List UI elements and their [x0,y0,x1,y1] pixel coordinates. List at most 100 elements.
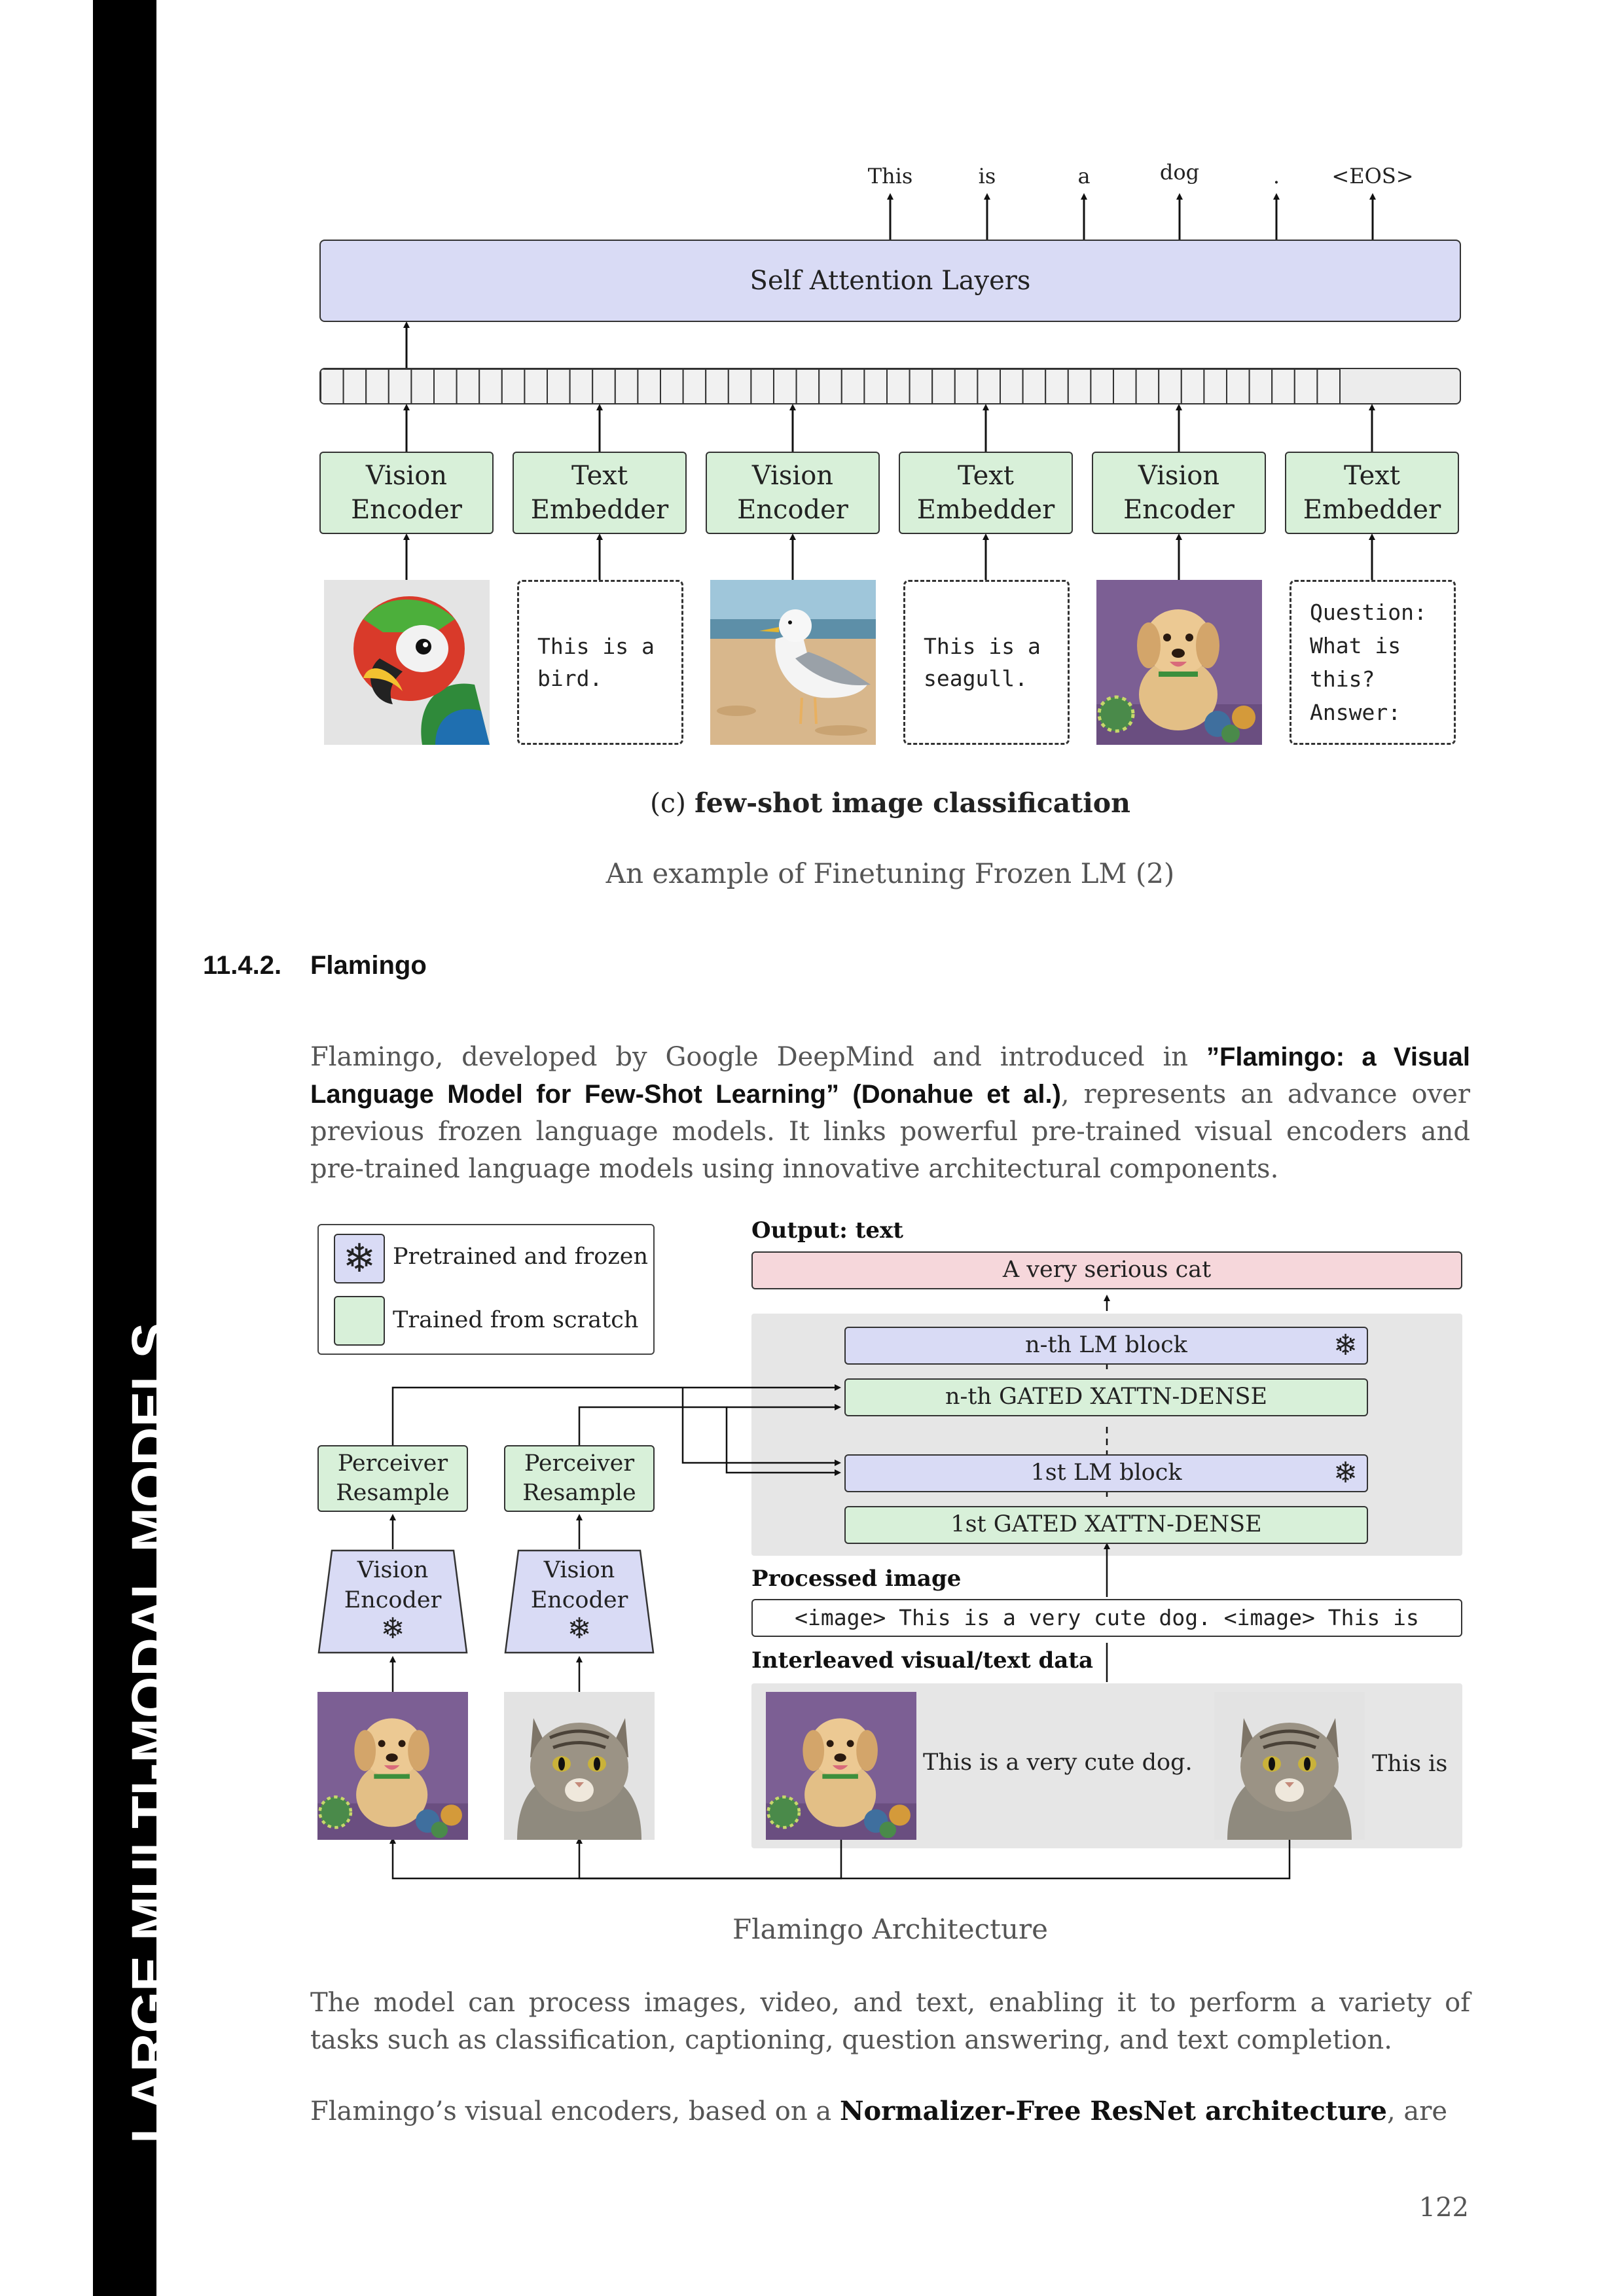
nth-lm-label: n-th LM block [1025,1332,1187,1359]
bold-term: Normalizer-Free ResNet architecture [839,2096,1387,2126]
token-cell [1090,369,1115,403]
token-cell [1113,369,1137,403]
flamingo-connectors [389,1295,1291,1880]
text-embedder: Text Embedder [513,452,687,534]
token-cell [547,369,571,403]
text-line: Answer: [1310,700,1401,726]
intro-paragraph: Flamingo, developed by Google DeepMind a… [310,1039,1470,1188]
snowflake-icon: ❄ [334,1234,385,1283]
token-cell [1271,369,1295,403]
text-line: seagull. [924,666,1028,691]
vision-encoder: Vision Encoder [1092,452,1266,534]
output-token: <EOS> [1331,164,1414,188]
token-cell [592,369,616,403]
text-line: This is a [537,633,655,659]
output-token: a [1077,164,1091,188]
dog-image [317,1692,468,1840]
vision-encoder-label: Vision Encoder [530,1557,628,1613]
snowflake-icon: ❄ [1333,1329,1358,1363]
cat-image [504,1692,655,1840]
output-token: dog [1159,160,1200,185]
processed-image-text: <image> This is a very cute dog. <image>… [751,1599,1462,1637]
token-cell [1045,369,1069,403]
text-embedder: Text Embedder [1285,452,1459,534]
dog-image [766,1692,916,1840]
chapter-sidebar [93,0,156,2296]
token-cell [524,369,548,403]
cat-photo [504,1692,655,1840]
token-cell [682,369,707,403]
token-cell [1316,369,1341,403]
token-cell [1293,369,1318,403]
first-lm-block: 1st LM block ❄ [844,1454,1368,1492]
vision-encoder: Vision Encoder [319,452,494,534]
text-line: this? [1310,666,1375,692]
interleaved-label: Interleaved visual/text data [751,1647,1094,1674]
perceiver-resampler: Perceiver Resample [317,1445,468,1512]
token-cell [1203,369,1228,403]
token-cell [840,369,865,403]
token-cell [501,369,526,403]
token-cell [931,369,956,403]
self-attention-layers: Self Attention Layers [319,240,1461,322]
text-line: What is [1310,632,1401,658]
intro-text: , represents an advance over previous fr… [310,1079,1470,1184]
page-number: 122 [1418,2193,1469,2223]
processed-image-label: Processed image [751,1566,962,1592]
token-cell [954,369,979,403]
first-lm-label: 1st LM block [1030,1460,1182,1486]
intro-text: Flamingo, developed by Google DeepMind a… [310,1042,1206,1072]
figure-c-connectors [403,193,1376,580]
token-cells [321,369,1341,403]
dog-image [1096,580,1262,745]
para-text: Flamingo’s visual encoders, based on a [310,2096,840,2126]
output-label: Output: text [751,1217,903,1244]
cat-image [1214,1692,1365,1840]
vision-encoder-label: Vision Encoder [344,1557,442,1613]
para-text: , are [1386,2096,1448,2126]
token-cell [727,369,752,403]
token-cell [773,369,797,403]
nth-lm-block: n-th LM block ❄ [844,1327,1368,1365]
text-line: This is a [924,633,1041,659]
token-cell [977,369,1001,403]
perceiver-resampler: Perceiver Resample [504,1445,655,1512]
section-number: 11.4.2. [203,951,282,980]
text-input-seagull: This is a seagull. [903,580,1070,745]
subcaption-bold: few-shot image classification [695,787,1130,819]
snowflake-icon: ❄ [380,1612,405,1645]
token-cell [660,369,684,403]
paragraph-encoders: Flamingo’s visual encoders, based on a N… [310,2092,1470,2130]
token-cell [569,369,594,403]
token-cell [342,369,367,403]
snowflake-icon: ❄ [1333,1456,1358,1490]
text-line: Question: [1310,599,1427,625]
text-input-bird: This is a bird. [517,580,683,745]
token-cell [321,369,344,403]
token-cell [478,369,503,403]
token-cell [818,369,842,403]
token-cell [388,369,412,403]
token-cell [365,369,389,403]
token-cell [1067,369,1092,403]
legend [317,1224,655,1355]
text-embedder: Text Embedder [899,452,1073,534]
text-input-question: Question: What is this? Answer: [1290,580,1456,745]
flamingo-caption: Flamingo Architecture [732,1913,1048,1945]
nth-gated-xattn-dense: n-th GATED XATTN-DENSE [844,1378,1368,1416]
output-token: This [867,164,913,188]
token-cell [795,369,820,403]
paper-citation: ”Flamingo: a Visual Language Model for F… [310,1043,1470,1109]
section-title: Flamingo [310,951,427,980]
token-cell [886,369,911,403]
parrot-image [324,580,490,745]
token-sequence [319,368,1461,404]
vision-encoder-shape [504,1549,655,1654]
vision-encoder-shape [317,1549,468,1654]
token-cell [433,369,458,403]
token-cell [1158,369,1182,403]
token-cell [863,369,888,403]
vision-encoder: Vision Encoder [706,452,880,534]
snowflake-icon: ❄ [567,1612,592,1645]
legend-scratch-label: Trained from scratch [393,1307,639,1333]
